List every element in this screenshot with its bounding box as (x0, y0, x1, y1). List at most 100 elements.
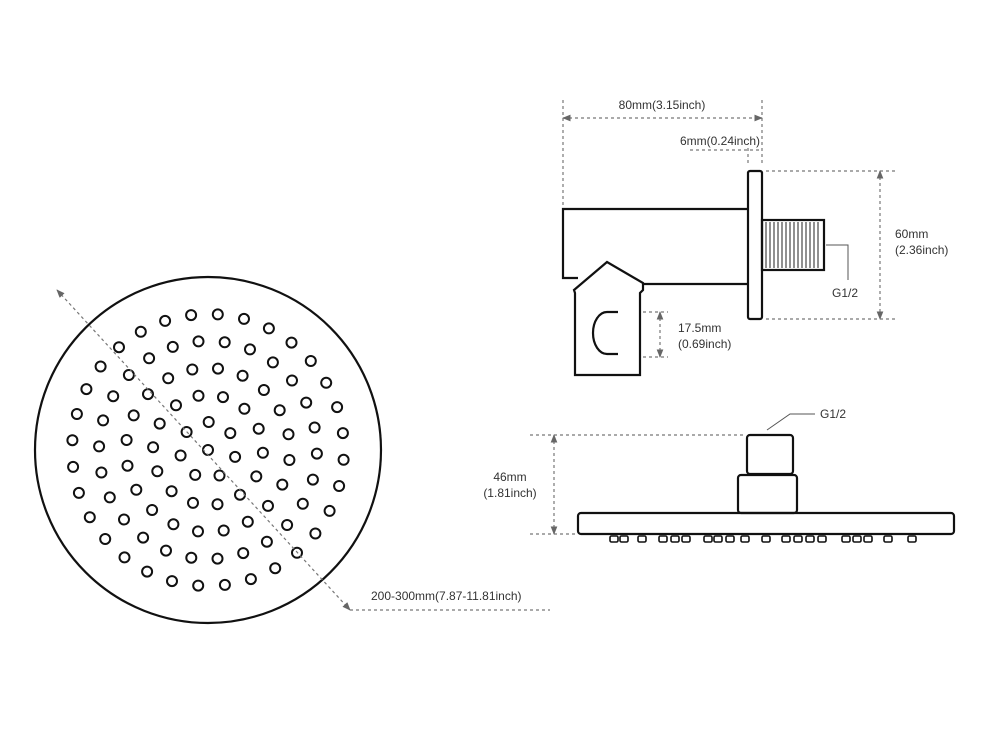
side-nozzle (713, 535, 723, 543)
nozzle-hole (234, 488, 246, 501)
nozzle-hole (72, 486, 85, 499)
side-nozzle (703, 535, 713, 543)
nozzle-hole (310, 447, 323, 460)
nozzle-hole (236, 369, 249, 382)
nozzle-hole (97, 414, 110, 427)
diameter-dimension-line (56, 289, 351, 611)
nozzle-hole (266, 356, 279, 369)
nozzle-hole (192, 579, 205, 592)
holder-body (572, 260, 645, 377)
nozzle-hole (212, 362, 224, 375)
side-nozzle (907, 535, 917, 543)
length-label: 80mm(3.15inch) (619, 98, 706, 112)
side-nozzle (761, 535, 771, 543)
side-nozzle (805, 535, 815, 543)
side-nozzle (619, 535, 629, 543)
nozzle-hole (229, 450, 242, 463)
nozzle-hole (320, 376, 333, 389)
nozzle-hole (174, 449, 187, 462)
nozzle-hole (337, 453, 350, 466)
nozzle-hole (95, 466, 108, 479)
nozzle-hole (285, 336, 298, 349)
nozzle-grid (66, 308, 350, 592)
nozzle-hole (323, 504, 336, 517)
nozzle-hole (252, 422, 265, 435)
nozzle-hole (107, 390, 120, 403)
nozzle-hole (300, 396, 313, 409)
nozzle-hole (166, 340, 179, 353)
nozzle-hole (165, 485, 178, 498)
height-label-in: (2.36inch) (895, 243, 948, 257)
nozzle-hole (121, 459, 134, 472)
side-nozzle (781, 535, 791, 543)
side-nozzle (670, 535, 680, 543)
nozzle-hole (238, 312, 250, 325)
nozzle-hole (282, 428, 295, 441)
nozzle-hole (331, 401, 344, 414)
shower-head-face (33, 275, 383, 625)
nozzle-hole (202, 416, 215, 428)
nozzle-hole (147, 441, 160, 454)
nozzle-hole (159, 314, 172, 327)
nozzle-hole (256, 446, 269, 459)
nozzle-hole (103, 491, 116, 504)
arm-tube (561, 207, 748, 280)
flange-label: 6mm(0.24inch) (680, 134, 760, 148)
nozzle-hole (143, 352, 156, 365)
nozzle-hole (281, 519, 294, 531)
nozzle-hole (93, 440, 106, 453)
swivel-joint (736, 473, 799, 515)
nozzle-hole (118, 551, 131, 564)
nozzle-hole (296, 497, 309, 510)
holder-label-mm: 17.5mm (678, 321, 721, 335)
thread-leader (826, 244, 849, 280)
nozzle-hole (186, 363, 199, 376)
nozzle-hole (250, 470, 263, 483)
holder-notch (591, 310, 618, 356)
nozzle-hole (211, 498, 224, 511)
side-nozzle (817, 535, 827, 543)
nozzle-hole (336, 427, 349, 440)
front-view: 200-300mm(7.87-11.81inch) (33, 275, 550, 625)
connector-threads (765, 222, 819, 268)
nozzle-hole (137, 531, 150, 544)
nozzle-hole (151, 465, 164, 478)
nozzle-hole (276, 478, 289, 491)
nozzle-hole (70, 408, 83, 420)
nozzle-hole (241, 515, 254, 528)
side-nozzle (793, 535, 803, 543)
nozzle-hole (217, 391, 229, 404)
side-nozzle (609, 535, 619, 543)
nozzle-hole (224, 427, 237, 440)
nozzle-hole (217, 524, 230, 537)
arm-view: 80mm(3.15inch) 6mm(0.24inch) 60mm (2.36i… (561, 98, 948, 377)
nozzle-hole (162, 372, 175, 385)
nozzle-hole (257, 384, 270, 396)
side-height-label-in: (1.81inch) (483, 486, 536, 500)
nozzle-hole (308, 421, 321, 434)
side-nozzle (740, 535, 750, 543)
nozzle-hole (192, 389, 205, 402)
side-nozzle (863, 535, 873, 543)
nozzle-hole (304, 355, 317, 367)
nozzle-hole (146, 504, 159, 516)
nozzle-hole (192, 335, 205, 348)
nozzle-hole (309, 527, 322, 540)
nozzle-hole (66, 434, 79, 447)
nozzle-hole (67, 460, 80, 473)
nozzle-hole (127, 409, 140, 422)
side-thread-label: G1/2 (820, 407, 846, 421)
nozzle-hole (185, 309, 198, 322)
side-nozzle-row (609, 535, 917, 543)
height-label-mm: 60mm (895, 227, 928, 241)
nozzle-hole (269, 562, 282, 575)
side-nozzle (681, 535, 691, 543)
nozzle-hole (262, 499, 274, 512)
head-plate (576, 511, 956, 536)
side-thread-leader (766, 413, 815, 431)
nozzle-hole (80, 383, 93, 396)
nozzle-hole (134, 325, 147, 338)
diameter-label: 200-300mm(7.87-11.81inch) (371, 589, 522, 603)
nozzle-hole (141, 565, 154, 578)
